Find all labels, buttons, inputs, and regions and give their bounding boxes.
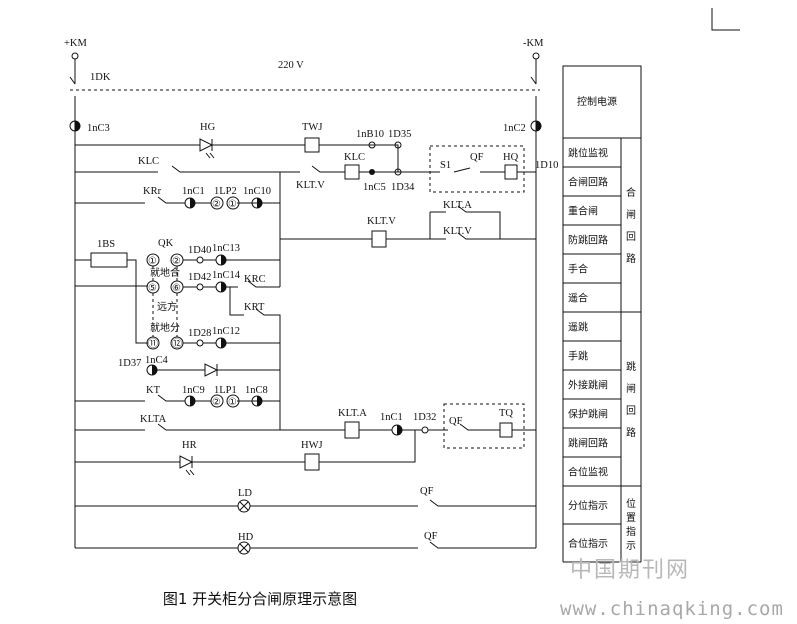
table-row-label: 分位指示 <box>568 499 608 512</box>
qf-hd-label: QF <box>424 531 438 542</box>
watermark-url: www.chinaqking.com <box>560 598 784 620</box>
hwj-label: HWJ <box>301 440 323 451</box>
terminal-1nc5: 1nC5 <box>363 182 386 193</box>
neg-supply-label: -KM <box>523 38 544 49</box>
table-group-char: 回 <box>626 405 636 417</box>
figure-caption: 图1 开关柜分合闸原理示意图 <box>162 590 358 608</box>
klc-contact-label: KLC <box>138 156 159 167</box>
lp1-contact-b: ① <box>228 397 237 408</box>
table-group-char: 置 <box>626 512 636 524</box>
table-row-label: 跳闸回路 <box>568 437 608 450</box>
table-group-char: 合 <box>626 186 636 199</box>
lp2-contact-a: ② <box>212 199 221 210</box>
table-power: 控制电源 <box>577 95 617 108</box>
watermark-cn: 中国期刊网 <box>570 558 691 583</box>
terminal-1d42: 1D42 <box>188 272 211 283</box>
krt-label: KRT <box>244 302 265 313</box>
qf-trip-label: QF <box>449 416 463 427</box>
table-group-char: 位 <box>626 497 636 510</box>
terminal-1d28: 1D28 <box>188 328 211 339</box>
table-group-char: 回 <box>626 231 636 243</box>
qk-contact-11: ⑪ <box>148 338 158 350</box>
breaker-label: 1DK <box>90 72 111 83</box>
table-group-char: 跳 <box>626 360 636 373</box>
klc-coil-label: KLC <box>344 152 365 163</box>
terminal-1nc9: 1nC9 <box>182 385 205 396</box>
twj-label: TWJ <box>302 122 322 133</box>
qk-contact-12: ⑫ <box>172 338 182 350</box>
table-group-char: 闸 <box>626 382 636 395</box>
table-group-char: 示 <box>626 541 636 552</box>
bs-label: 1BS <box>97 239 115 250</box>
terminal-1d32: 1D32 <box>413 412 436 423</box>
table-row-label: 防跳回路 <box>568 234 608 247</box>
lp1-contact-a: ② <box>212 397 221 408</box>
hr-label: HR <box>182 440 197 451</box>
table-row-label: 遥跳 <box>568 321 588 334</box>
krr-label: KRr <box>143 186 162 197</box>
qk-contact-6: ⑥ <box>172 283 181 294</box>
klta-coil-label: KLT.A <box>338 408 367 419</box>
s1-label: S1 <box>440 160 451 171</box>
terminal-1nc14: 1nC14 <box>212 270 241 281</box>
table-row-label: 重合闸 <box>568 205 598 218</box>
terminal-1nc8: 1nC8 <box>245 385 268 396</box>
terminal-1d35: 1D35 <box>388 129 411 140</box>
kltv-contact-label: KLT.V <box>296 180 325 191</box>
terminal-1nc10: 1nC10 <box>243 186 271 197</box>
terminal-1nc12: 1nC12 <box>212 326 240 337</box>
lp2-label: 1LP2 <box>214 186 237 197</box>
hg-label: HG <box>200 122 216 133</box>
krc-label: KRC <box>244 274 266 285</box>
qk-contact-1: ① <box>148 256 157 267</box>
table-group-char: 闸 <box>626 208 636 221</box>
terminal-1d37: 1D37 <box>118 358 141 369</box>
tq-label: TQ <box>499 408 513 419</box>
terminal-1nc2: 1nC2 <box>503 123 526 134</box>
terminal-1nb10: 1nB10 <box>356 129 384 140</box>
qk-local-open: 就地分 <box>150 321 180 334</box>
table-row-label: 手跳 <box>568 350 588 363</box>
qk-remote: 远方 <box>157 300 177 313</box>
ld-label: LD <box>238 488 252 499</box>
kltv-coil-label: KLT.V <box>367 216 396 227</box>
table-row-label: 合位指示 <box>568 537 608 550</box>
table-row-label: 外接跳闸 <box>568 379 608 392</box>
klta-contact2-label: KLTA <box>140 414 167 425</box>
qk-label: QK <box>158 238 174 249</box>
terminal-1d34: 1D34 <box>391 182 415 193</box>
table-row-label: 遥合 <box>568 292 588 305</box>
kt-label: KT <box>146 385 161 396</box>
table-row-label: 跳位监视 <box>568 147 608 160</box>
lp1-label: 1LP1 <box>214 385 237 396</box>
terminal-1nc1-a: 1nC1 <box>182 186 205 197</box>
table-row-label: 保护跳闸 <box>568 408 608 421</box>
hq-label: HQ <box>503 152 519 163</box>
terminal-1nc3: 1nC3 <box>87 123 110 134</box>
qk-contact-5: ⑤ <box>148 283 157 294</box>
terminal-1d40: 1D40 <box>188 245 211 256</box>
terminal-1nc4: 1nC4 <box>145 355 169 366</box>
table-group-char: 路 <box>626 426 636 439</box>
qf-close-label: QF <box>470 152 484 163</box>
table-row-label: 合位监视 <box>568 466 608 479</box>
table-group-char: 指 <box>626 525 636 538</box>
qk-contact-2: ② <box>172 256 181 267</box>
terminal-1nc1-b: 1nC1 <box>380 412 403 423</box>
voltage-label: 220 V <box>278 60 304 71</box>
terminal-1nc13: 1nC13 <box>212 243 240 254</box>
qf-ld-label: QF <box>420 486 434 497</box>
terminal-1d10: 1D10 <box>535 160 558 171</box>
qk-local-close: 就地合 <box>150 266 180 279</box>
klta-contact-label: KLT.A <box>443 200 472 211</box>
kltv-selfhold-label: KLT.V <box>443 226 472 237</box>
pos-supply-label: +KM <box>64 38 88 49</box>
lp2-contact-b: ① <box>228 199 237 210</box>
table-row-label: 手合 <box>568 263 588 276</box>
table-group-char: 路 <box>626 252 636 265</box>
table-row-label: 合闸回路 <box>568 176 608 189</box>
hd-label: HD <box>238 532 254 543</box>
